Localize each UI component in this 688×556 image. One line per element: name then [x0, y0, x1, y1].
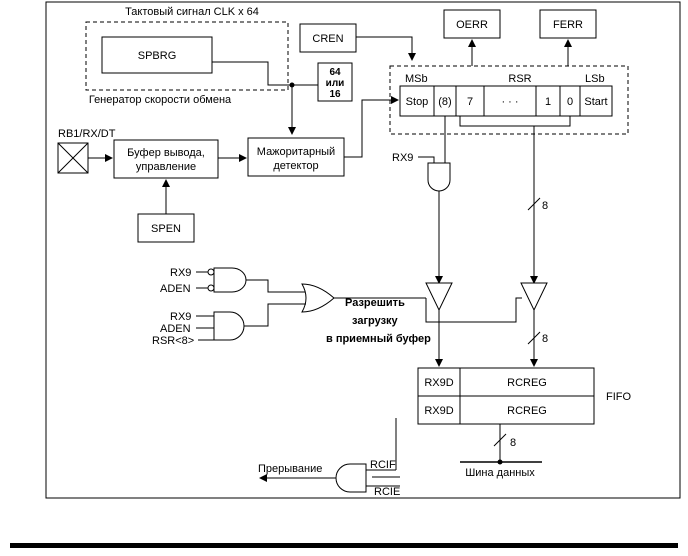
enable-line3: в приемный буфер [326, 333, 431, 345]
rsr-frame [389, 65, 629, 135]
rsr-lsb: LSb [585, 73, 605, 85]
majority-line1: Мажоритарный [257, 146, 335, 158]
cren-box [299, 23, 357, 53]
spbrg-box [101, 36, 213, 74]
buffer-line2: управление [136, 161, 196, 173]
majority-line2: детектор [273, 160, 318, 172]
gate-b-in1: RX9 [170, 311, 191, 323]
output-buffer-box [113, 139, 219, 179]
clock-title: Тактовый сигнал CLK x 64 [125, 6, 259, 18]
ferr-box [539, 9, 597, 39]
pin-label: RB1/RX/DT [58, 128, 116, 140]
wire [246, 279, 306, 293]
databus-label: Шина данных [465, 467, 535, 479]
oerr-label: OERR [456, 19, 488, 31]
or-gate [301, 283, 335, 313]
divider-box [317, 62, 353, 102]
bus-slash [527, 331, 541, 345]
cren-label: CREN [312, 33, 343, 45]
fifo-row1-reg: RCREG [507, 377, 547, 389]
page-footer-rule [10, 543, 678, 548]
rsr-outline [399, 85, 613, 117]
spen-label: SPEN [151, 223, 181, 235]
inverter-bubble [207, 284, 215, 292]
rsr-title: RSR [508, 73, 531, 85]
gate-a-in2: ADEN [160, 283, 191, 295]
rsr-register: Stop (8) 7 · · · 1 0 Start [399, 85, 613, 117]
divider-64: 64 [329, 67, 341, 78]
detector-to-rsr-wire [344, 96, 399, 158]
enable-wire [425, 297, 522, 323]
and-gate-inverted [213, 267, 247, 293]
rsr-cell-0: 0 [567, 96, 573, 108]
rsr-cell-dots: · · · [501, 96, 518, 108]
rx9-top-wire [418, 156, 435, 163]
generator-label: Генератор скорости обмена [89, 94, 232, 106]
tristate-buffer-rx9d [425, 282, 453, 312]
wire [244, 303, 306, 327]
buffer-line1: Буфер вывода, [127, 147, 205, 159]
inverter-bubble [207, 268, 215, 276]
rsr-cell-8: (8) [438, 96, 451, 108]
rsr-cell-7: 7 [467, 96, 473, 108]
fifo-row2-bit: RX9D [424, 405, 453, 417]
rcie-label: RCIE [374, 486, 400, 498]
oerr-box [443, 9, 501, 39]
interrupt-and-gate [335, 463, 367, 493]
gate-a-in1: RX9 [170, 267, 191, 279]
fifo-label: FIFO [606, 391, 631, 403]
gate-b-in2: ADEN [160, 323, 191, 335]
interrupt-label: Прерывание [258, 463, 322, 475]
tristate-buffer-rcreg [520, 282, 548, 312]
gate-b-in3: RSR<8> [152, 335, 194, 347]
baud-generator-frame [85, 21, 289, 91]
rsr-cell-1: 1 [545, 96, 551, 108]
bus-slash [527, 197, 541, 211]
rsr-data-collector [459, 116, 571, 127]
spbrg-label: SPBRG [138, 50, 177, 62]
and-gate-rx9 [427, 162, 451, 192]
fifo-row1-bit: RX9D [424, 377, 453, 389]
ferr-label: FERR [553, 19, 583, 31]
rcif-label: RCIF [370, 459, 396, 471]
bus-width-label: 8 [510, 437, 516, 449]
enable-line2: загрузку [352, 315, 399, 327]
pin-cross-b [57, 142, 89, 174]
divider-16: 16 [329, 89, 341, 100]
rx9-top-label: RX9 [392, 152, 413, 164]
spbrg-out-wire [212, 61, 318, 86]
rsr-cell-start: Start [584, 96, 607, 108]
and-gate-three-input [213, 311, 245, 341]
bus-slash [493, 433, 507, 447]
enable-line1: Разрешить [345, 297, 405, 309]
rsr-msb: MSb [405, 73, 428, 85]
rsr-cell-stop: Stop [406, 96, 429, 108]
bus-width-label: 8 [542, 333, 548, 345]
divider-or: или [326, 78, 345, 89]
fifo-row2-reg: RCREG [507, 405, 547, 417]
cren-wire [356, 36, 416, 61]
outer-frame [45, 1, 681, 499]
bus-width-label: 8 [542, 200, 548, 212]
